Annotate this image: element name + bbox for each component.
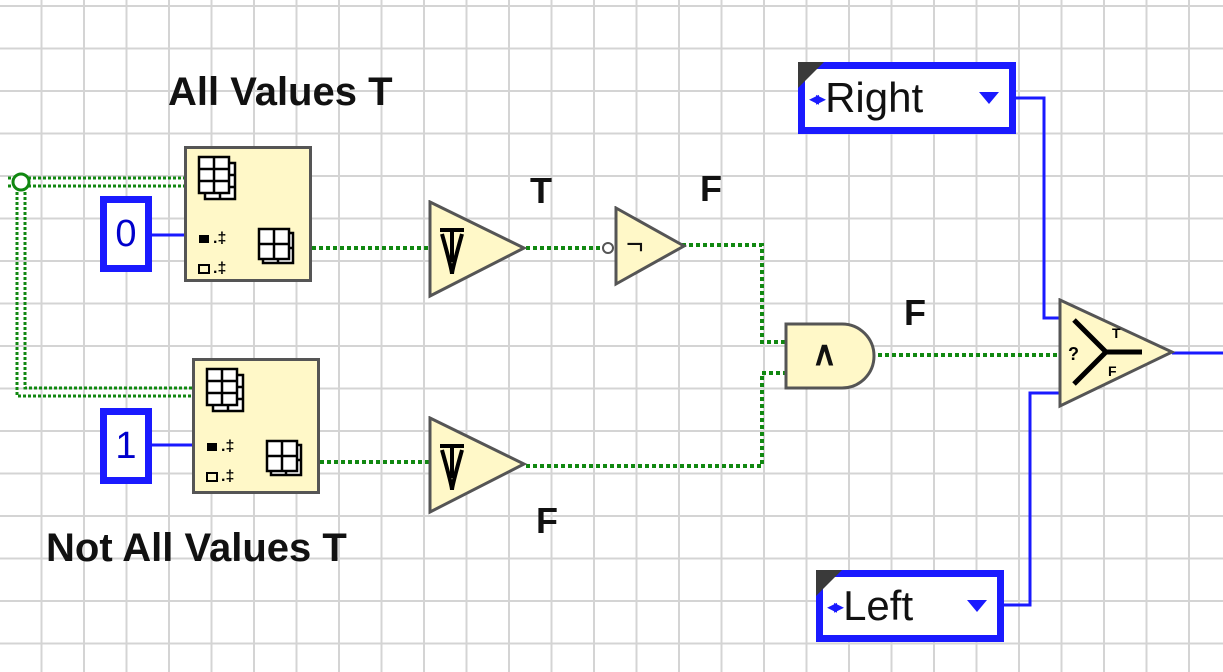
and-output-label: F	[904, 292, 926, 333]
index-array-node-top[interactable]: .‡ .‡	[184, 146, 312, 282]
not-gate-node[interactable]	[602, 206, 688, 288]
ring-value: Right	[825, 74, 924, 121]
or-array-icon	[440, 228, 464, 275]
increment-arrows-icon[interactable]: ◂▸	[809, 87, 826, 110]
or-array-elements-node-bottom[interactable]	[428, 416, 528, 516]
array-icon: .‡ .‡	[197, 155, 295, 277]
svg-text:T: T	[1112, 325, 1121, 341]
or-array-elements-node-top[interactable]	[428, 200, 528, 300]
index-wire[interactable]	[150, 233, 194, 447]
or-bottom-output-label: F	[536, 500, 558, 541]
svg-text:.‡: .‡	[221, 468, 234, 485]
label-all-values: All Values T	[168, 70, 393, 114]
increment-arrows-icon[interactable]: ◂▸	[827, 595, 844, 618]
select-node[interactable]: ? T F	[1058, 298, 1176, 410]
svg-text:F: F	[1108, 363, 1117, 379]
label-not-all-values: Not All Values T	[46, 526, 347, 570]
ring-constant-right[interactable]: ◂▸ Right	[798, 62, 1016, 134]
or-array-icon	[440, 444, 464, 491]
svg-text:.‡: .‡	[213, 230, 226, 247]
dropdown-arrow-icon[interactable]	[977, 90, 1001, 106]
dropdown-arrow-icon[interactable]	[965, 598, 989, 614]
and-gate-node[interactable]	[784, 322, 884, 392]
index-constant-0[interactable]: 0	[100, 196, 152, 272]
or-top-output-label: T	[530, 170, 552, 211]
not-output-label: F	[700, 168, 722, 209]
ring-constant-left[interactable]: ◂▸ Left	[816, 570, 1004, 642]
array-icon: .‡ .‡	[205, 367, 303, 485]
not-gate-symbol: ¬	[626, 228, 644, 261]
ring-value: Left	[843, 582, 914, 629]
corner-marker	[816, 570, 842, 596]
select-icon	[1072, 318, 1142, 386]
index-array-node-bottom[interactable]: .‡ .‡	[192, 358, 320, 494]
wire-junction	[11, 172, 31, 192]
and-gate-symbol: ∧	[812, 335, 837, 373]
boolean-array-wire[interactable]	[8, 176, 196, 398]
svg-text:.‡: .‡	[213, 260, 226, 277]
enum-wire[interactable]	[1000, 96, 1223, 607]
svg-text:?: ?	[1068, 344, 1079, 364]
svg-text:.‡: .‡	[221, 438, 234, 455]
index-constant-1[interactable]: 1	[100, 408, 152, 484]
corner-marker	[798, 62, 824, 88]
boolean-wire[interactable]	[312, 243, 1062, 468]
